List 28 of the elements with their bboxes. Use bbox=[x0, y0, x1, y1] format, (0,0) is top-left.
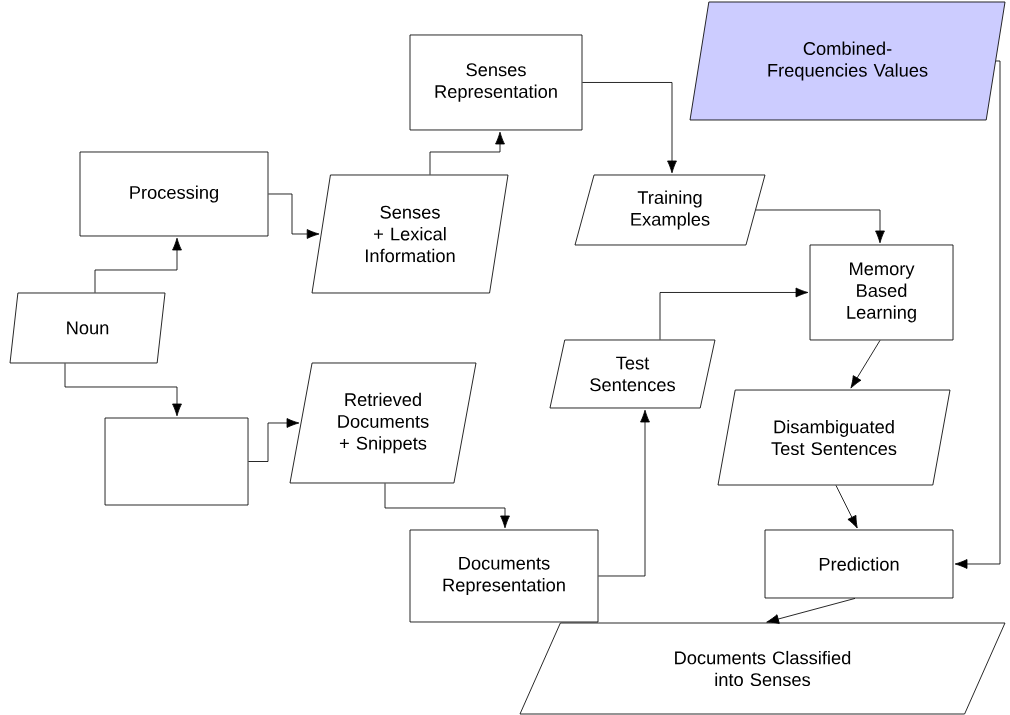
arrow bbox=[384, 483, 510, 529]
arrow bbox=[850, 339, 881, 389]
arrow bbox=[755, 209, 885, 244]
arrow bbox=[835, 485, 858, 529]
process-box: Senses Representation bbox=[409, 34, 583, 131]
process-box bbox=[104, 417, 249, 506]
process-box: Processing bbox=[79, 151, 269, 237]
data-parallelogram: Retrieved Documents + Snippets bbox=[289, 362, 477, 484]
arrow bbox=[598, 409, 650, 577]
process-box: Documents Representation bbox=[409, 529, 599, 623]
data-parallelogram: Combined-Frequencies Values bbox=[689, 1, 1006, 121]
arrow bbox=[954, 60, 1001, 569]
data-parallelogram: Senses + Lexical Information bbox=[311, 174, 509, 294]
data-parallelogram: Disambiguated Test Sentences bbox=[717, 389, 951, 486]
data-parallelogram: Noun bbox=[9, 292, 166, 364]
arrow bbox=[429, 131, 505, 175]
data-parallelogram: Test Sentences bbox=[549, 339, 716, 409]
arrow bbox=[659, 287, 809, 340]
data-parallelogram: Training Examples bbox=[574, 174, 766, 246]
arrow bbox=[248, 418, 300, 462]
process-box: Memory Based Learning bbox=[809, 244, 954, 341]
arrow bbox=[766, 598, 856, 624]
arrow bbox=[268, 193, 320, 239]
process-box: Prediction bbox=[764, 529, 954, 599]
data-parallelogram: Documents Classified into Senses bbox=[519, 622, 1006, 715]
arrow bbox=[94, 237, 182, 293]
arrow bbox=[64, 363, 182, 417]
arrow bbox=[582, 82, 677, 174]
